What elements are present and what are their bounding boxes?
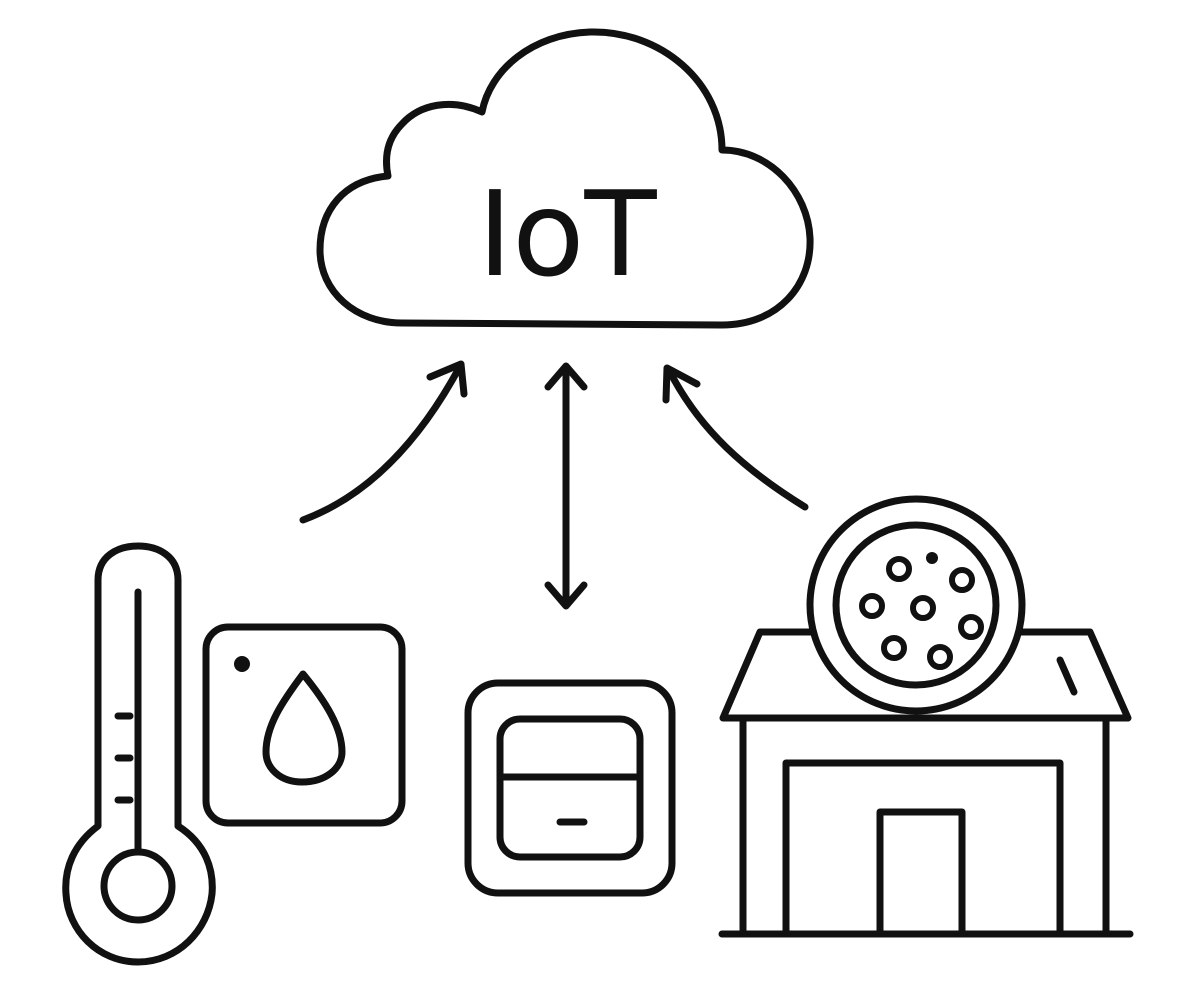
sensor-dot [881, 635, 907, 661]
sensor-dots [859, 552, 984, 670]
building-roof [719, 628, 1132, 722]
sensor-dot [910, 595, 936, 621]
cloud: IoT [316, 28, 814, 329]
sensor-disc-outer [806, 495, 1026, 715]
water-drop [262, 670, 346, 786]
sensor-dot [859, 593, 885, 619]
sensor-disc-inner [832, 521, 1000, 689]
roof-vent [1056, 656, 1078, 696]
arrow-thermometer-to-cloud [299, 360, 468, 524]
thermometer-bulb [100, 848, 176, 924]
hub-outer [464, 679, 676, 897]
smart-panel-icon [464, 679, 676, 897]
sensor-dot [927, 644, 953, 670]
building-door [876, 808, 966, 938]
thermometer-outer [62, 542, 216, 966]
arrow-left-shaft [299, 364, 463, 524]
sensor-dot [886, 556, 912, 582]
building-with-sensor-icon [718, 495, 1134, 938]
arrow-center-head-bottom [544, 581, 588, 610]
cloud-label: IoT [477, 165, 657, 303]
cloud-outline [316, 28, 814, 329]
hub-inner [496, 715, 644, 861]
humidity-sensor-led [234, 656, 250, 672]
sensor-dot [926, 552, 938, 564]
sensor-dot [949, 567, 975, 593]
arrow-right-shaft [666, 368, 809, 511]
arrow-center-head-top [544, 362, 588, 391]
storefront-frame [782, 759, 1064, 938]
humidity-sensor-box [202, 623, 406, 827]
arrow-left-head [426, 360, 468, 398]
sensor-dot [958, 614, 984, 640]
arrow-hub-cloud-bidirectional [544, 362, 588, 610]
arrow-building-to-cloud [662, 364, 809, 511]
water-drop-icon [202, 623, 406, 827]
thermometer-icon [62, 542, 216, 966]
arrow-right-head [662, 364, 701, 404]
